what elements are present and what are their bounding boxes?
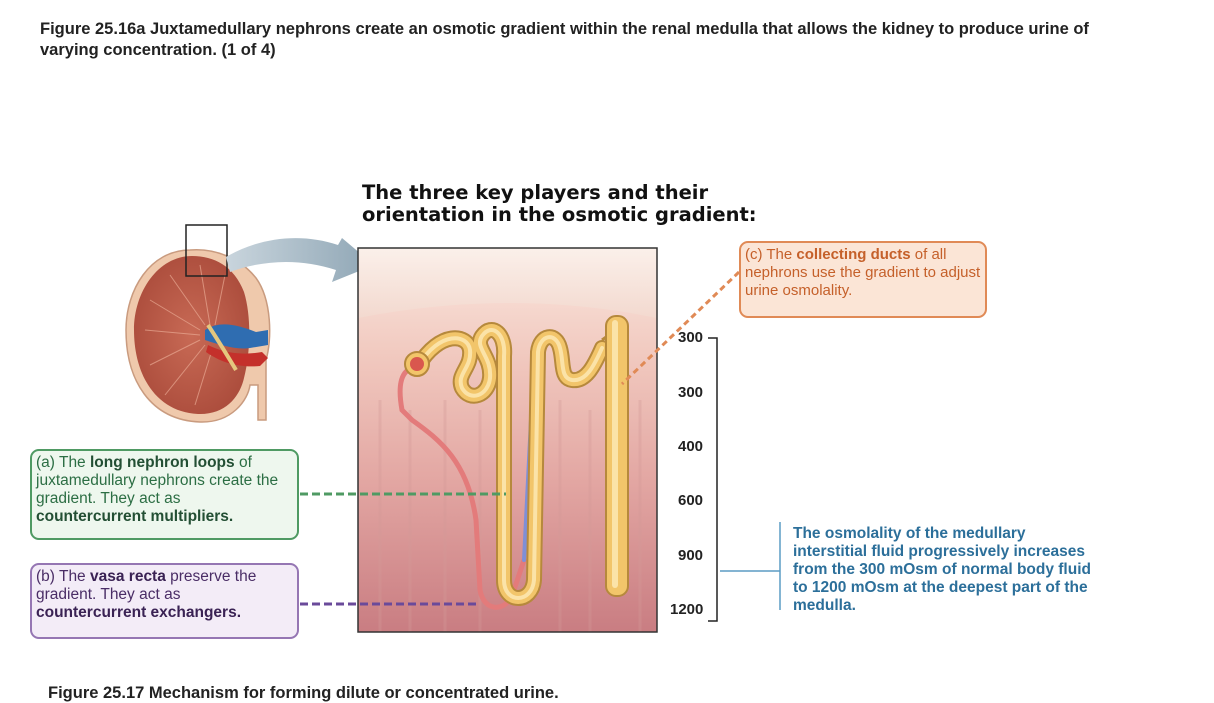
callout-b-role: countercurrent exchangers. xyxy=(36,604,242,621)
diagram-title: The three key players and their orientat… xyxy=(362,182,757,226)
diagram-title-line2: orientation in the osmotic gradient: xyxy=(362,203,757,226)
callout-b-body: preserve the gradient. They act as xyxy=(36,568,257,603)
gradient-note: The osmolality of the medullary intersti… xyxy=(793,525,1091,614)
gradient-note-bracket xyxy=(720,522,781,610)
osmolality-bracket xyxy=(708,337,718,622)
osmolality-tick: 300 xyxy=(678,329,704,346)
kidney-illustration xyxy=(125,224,271,423)
callout-a-role: countercurrent multipliers. xyxy=(36,508,234,525)
osmolality-tick: 600 xyxy=(678,492,704,509)
footer-caption: Figure 25.17 Mechanism for forming dilut… xyxy=(48,684,559,702)
callout-collecting-ducts: (c) The collecting ducts of all nephrons… xyxy=(739,241,987,318)
leader-line-c xyxy=(620,270,741,386)
osmolality-tick: 1200 xyxy=(670,601,704,618)
callout-c-lead: (c) The xyxy=(745,246,797,263)
kidney-zoom-box xyxy=(185,224,228,277)
diagram-title-line1: The three key players and their xyxy=(362,181,709,204)
zoom-arrow xyxy=(226,238,374,282)
callout-long-nephron-loops: (a) The long nephron loops of juxtamedul… xyxy=(30,449,299,540)
nephron-loop xyxy=(404,322,610,606)
osmolality-tick: 900 xyxy=(678,547,704,564)
callout-a-body: of juxtamedullary nephrons create the gr… xyxy=(36,454,279,507)
osmolality-tick: 400 xyxy=(678,438,704,455)
callout-c-term: collecting ducts xyxy=(796,246,911,263)
osmolality-tick: 300 xyxy=(678,384,704,401)
callout-a-term: long nephron loops xyxy=(90,454,235,471)
callout-a-lead: (a) The xyxy=(36,454,90,471)
callout-c-body: of all nephrons use the gradient to adju… xyxy=(745,246,981,299)
collecting-duct xyxy=(601,315,629,597)
callout-b-lead: (b) The xyxy=(36,568,90,585)
callout-b-term: vasa recta xyxy=(90,568,166,585)
callout-vasa-recta: (b) The vasa recta preserve the gradient… xyxy=(30,563,299,639)
figure-caption: Figure 25.16a Juxtamedullary nephrons cr… xyxy=(40,20,1089,59)
